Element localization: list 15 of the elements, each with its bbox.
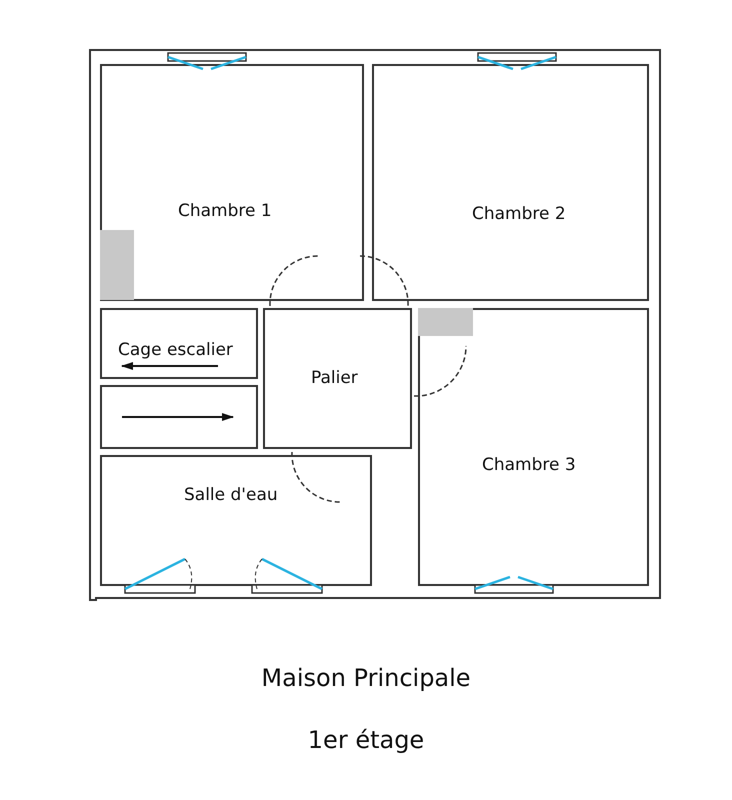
room-label: Chambre 3 — [482, 455, 576, 475]
stair-box — [100, 385, 258, 449]
room-label: Chambre 2 — [472, 204, 566, 224]
room-label: Palier — [311, 368, 358, 388]
room — [100, 308, 258, 379]
caption: 1er étage — [306, 726, 426, 754]
room — [372, 64, 649, 301]
room-label: Salle d'eau — [184, 485, 278, 505]
room — [263, 308, 412, 449]
room-label: Cage escalier — [118, 340, 233, 360]
room — [100, 64, 364, 301]
room — [418, 308, 649, 586]
room — [100, 455, 372, 586]
room-label: Chambre 1 — [178, 201, 272, 221]
caption: Maison Principale — [260, 664, 472, 692]
